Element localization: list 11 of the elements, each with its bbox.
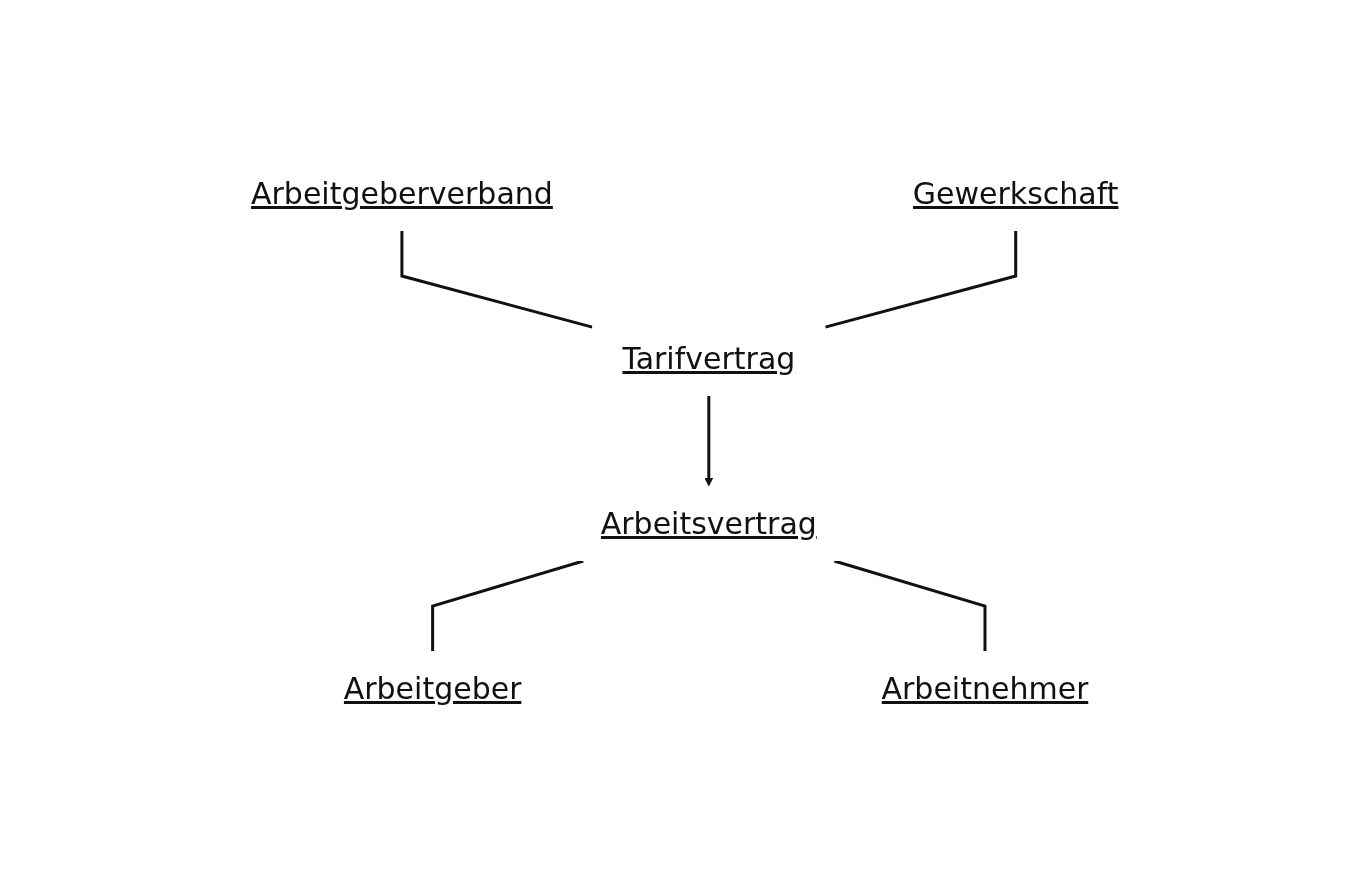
- node-text: Gewerkschaft: [912, 175, 1119, 211]
- node-text: Tarifvertrag: [622, 340, 796, 376]
- connector: [400, 230, 593, 329]
- connector: [824, 230, 1017, 329]
- node-text: Arbeitsvertrag: [600, 505, 817, 541]
- node-text: Arbeitgeber: [343, 670, 522, 706]
- connector: [430, 559, 584, 651]
- arrow: [704, 395, 713, 486]
- connector: [833, 559, 987, 651]
- node-text: Arbeitnehmer: [881, 670, 1089, 706]
- node-text: Arbeitgeberverband: [250, 175, 553, 211]
